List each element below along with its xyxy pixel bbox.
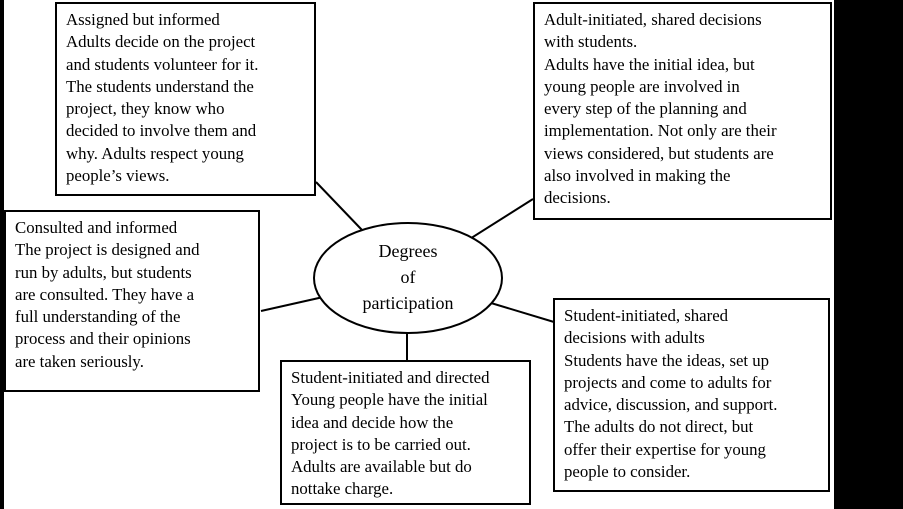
box-student-initiated-shared-decisions: Student-initiated, shared decisions with… [553, 298, 830, 492]
center-ellipse-shape [313, 222, 503, 334]
box-student-initiated-and-directed: Student-initiated and directed Young peo… [280, 360, 531, 505]
left-edge-bar [0, 0, 4, 509]
box-assigned-but-informed: Assigned but informed Adults decide on t… [55, 2, 316, 196]
box-adult-initiated-shared-decisions: Adult-initiated, shared decisions with s… [533, 2, 832, 220]
box-consulted-and-informed: Consulted and informed The project is de… [4, 210, 260, 392]
center-ellipse-label: Degrees of participation [362, 241, 454, 313]
right-edge-bar [834, 0, 903, 509]
